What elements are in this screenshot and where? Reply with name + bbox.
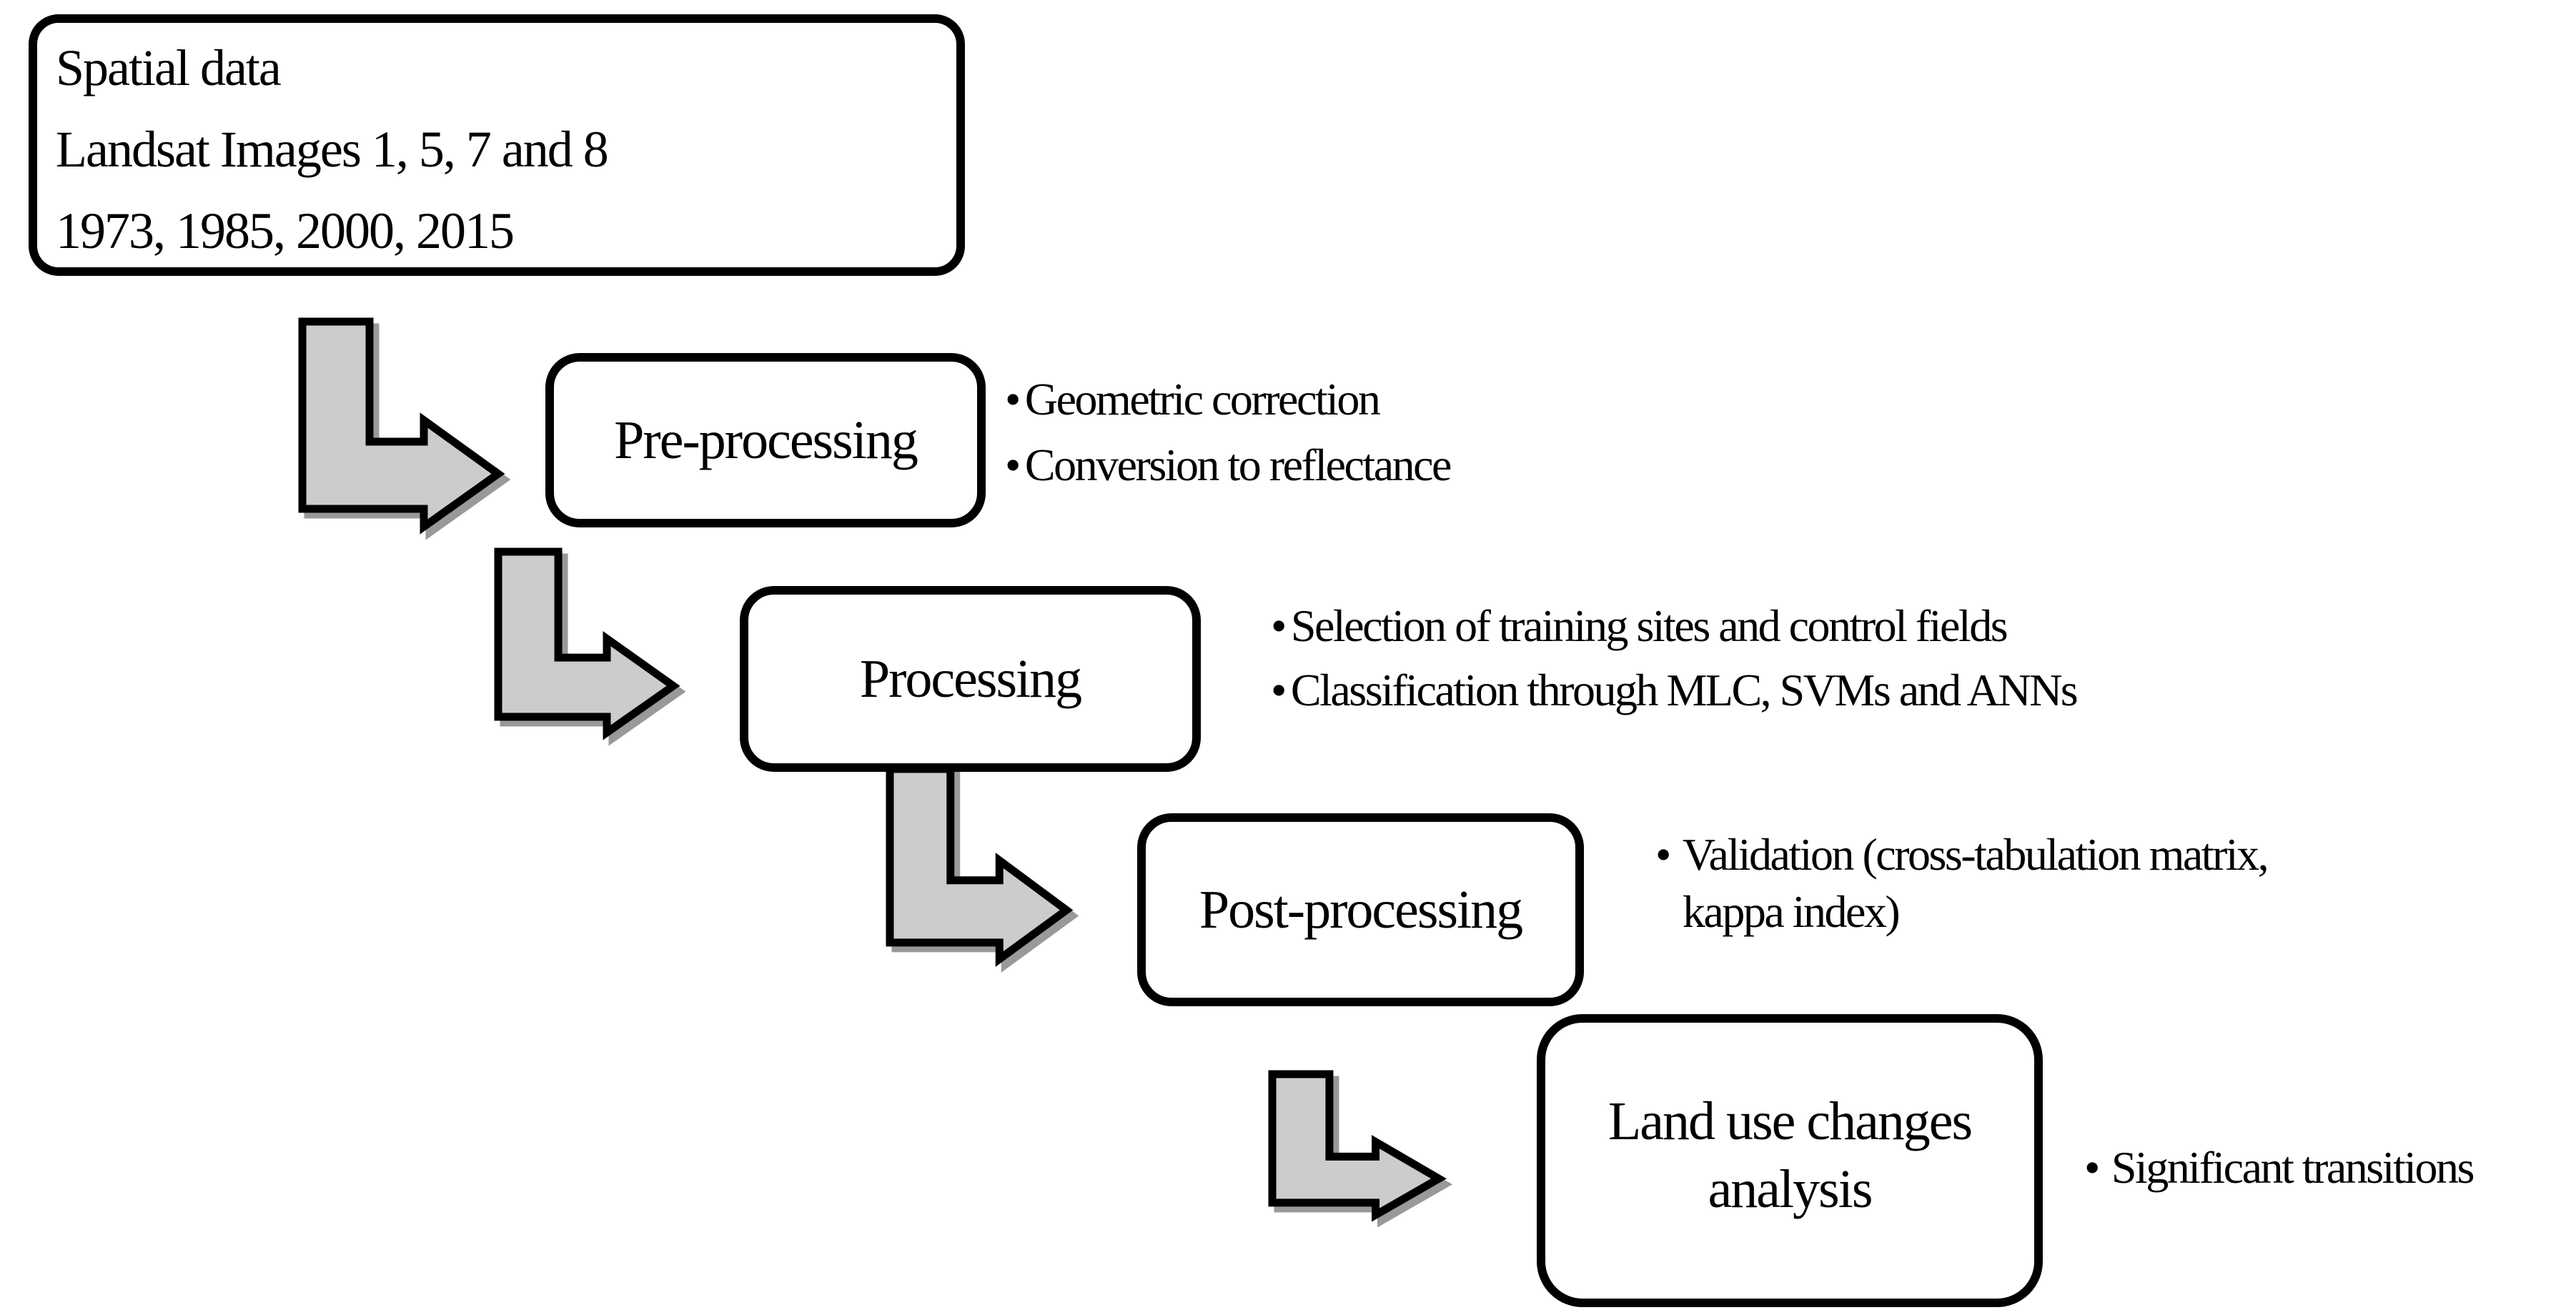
bullet-item: •Conversion to reflectance xyxy=(1005,432,1452,498)
bullet-icon: • xyxy=(1005,374,1021,425)
stage-box-processing: Processing xyxy=(740,586,1201,772)
bullet-text: Classification through MLC, SVMs and ANN… xyxy=(1290,665,2079,715)
bullet-item: •Selection of training sites and control… xyxy=(1271,594,2076,658)
bent-arrow-icon xyxy=(1272,1074,1439,1215)
bullet-item: •Validation (cross-tabulation matrix, xyxy=(1655,826,2269,883)
bent-arrow-shape xyxy=(302,322,498,527)
stage-label: Processing xyxy=(859,648,1082,709)
bent-arrow-shape xyxy=(1272,1074,1439,1215)
bullet-list-pre-processing: •Geometric correction •Conversion to ref… xyxy=(1005,367,1452,498)
spatial-data-line: Spatial data xyxy=(56,39,282,96)
bullet-text: Geometric correction xyxy=(1024,374,1381,425)
bullet-icon: • xyxy=(1655,829,1671,880)
spatial-data-box: Spatial data Landsat Images 1, 5, 7 and … xyxy=(29,14,965,276)
bullet-item: •Significant transitions xyxy=(2084,1135,2475,1201)
stage-box-land-use-changes-analysis: Land use changes analysis xyxy=(1537,1014,2043,1307)
stage-label: Post-processing xyxy=(1199,879,1523,940)
bullet-list-land-use-changes: •Significant transitions xyxy=(2084,1135,2475,1201)
bullet-item: •Geometric correction xyxy=(1005,367,1450,432)
bent-arrow-shape xyxy=(498,552,673,733)
bent-arrow-icon xyxy=(498,552,673,733)
bullet-text: Conversion to reflectance xyxy=(1024,440,1452,490)
bullet-icon: • xyxy=(1271,665,1287,715)
stage-label: Land use changes xyxy=(1607,1091,1973,1151)
stage-box-post-processing: Post-processing xyxy=(1137,813,1584,1006)
stage-label: analysis xyxy=(1708,1159,1873,1219)
bent-arrow-icon xyxy=(302,322,498,527)
bullet-text: kappa index) xyxy=(1682,886,1901,937)
bullet-item-continuation: •kappa index) xyxy=(1655,883,2267,941)
stage-box-pre-processing: Pre-processing xyxy=(545,353,986,527)
bullet-list-processing: •Selection of training sites and control… xyxy=(1271,594,2079,723)
bent-arrow-icon xyxy=(890,769,1066,959)
stage-label: Pre-processing xyxy=(614,410,918,470)
bent-arrow-shape xyxy=(890,769,1066,959)
bullet-icon: • xyxy=(1005,440,1021,490)
bullet-text: Significant transitions xyxy=(2111,1142,2475,1193)
bullet-list-post-processing: •Validation (cross-tabulation matrix, •k… xyxy=(1655,826,2269,941)
spatial-data-line: 1973, 1985, 2000, 2015 xyxy=(56,202,515,259)
bullet-text: Selection of training sites and control … xyxy=(1290,600,2008,651)
bullet-text: Validation (cross-tabulation matrix, xyxy=(1682,829,2269,880)
bullet-icon: • xyxy=(1271,600,1287,651)
bullet-icon: • xyxy=(2084,1142,2100,1193)
spatial-data-line: Landsat Images 1, 5, 7 and 8 xyxy=(56,121,609,178)
bullet-item: •Classification through MLC, SVMs and AN… xyxy=(1271,658,2079,723)
